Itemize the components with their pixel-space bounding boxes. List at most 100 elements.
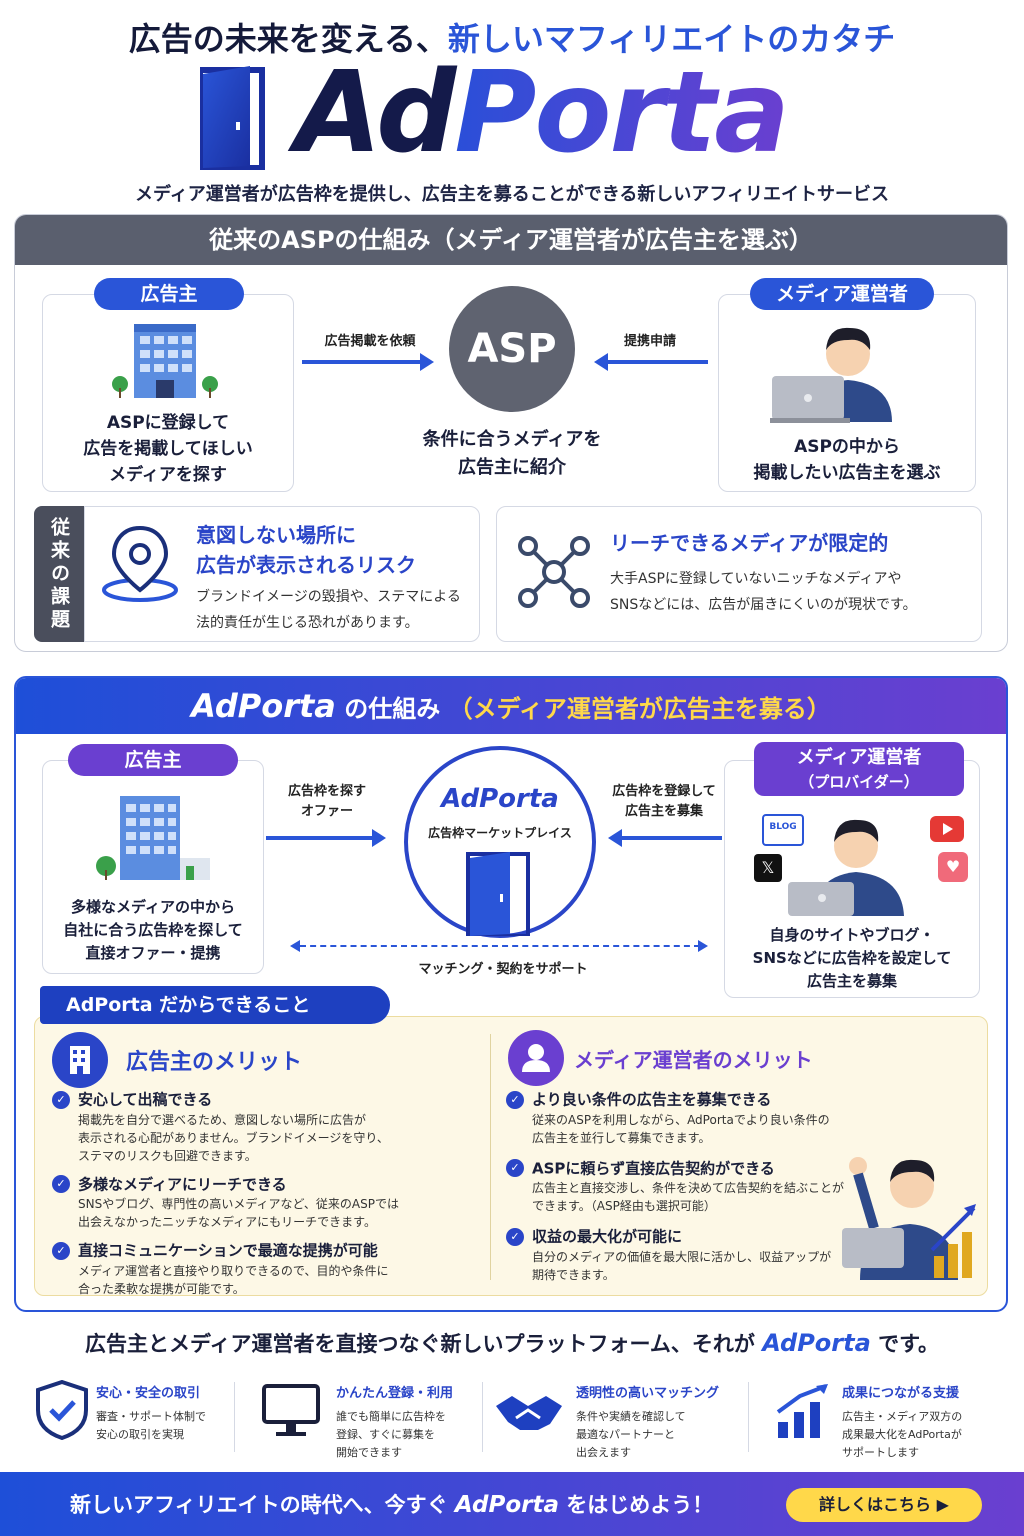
network-icon — [518, 536, 590, 608]
media-merit-title: メディア運営者のメリット — [574, 1048, 813, 1072]
check-icon: ✓ — [52, 1090, 70, 1109]
arrow-left-icon — [620, 836, 722, 840]
adporta-arrow-right-label: 広告枠を登録して 広告主を募集 — [598, 782, 730, 822]
details-button[interactable]: 詳しくはこちら ▶ — [786, 1488, 982, 1522]
legacy-arrow-left-label: 広告掲載を依頼 — [324, 334, 416, 349]
merit-item: ✓直接コミュニケーションで最適な提携が可能 メディア運営者と直接やり取りできるの… — [52, 1239, 482, 1298]
youtube-icon — [930, 816, 964, 842]
dashed-double-arrow-icon — [300, 945, 700, 947]
feature-results: 成果につながる支援 広告主・メディア双方の 成果最大化をAdPortaが サポー… — [842, 1384, 1002, 1462]
person-growth-icon — [842, 1157, 976, 1280]
text-line: ASPの中から — [794, 437, 900, 457]
feature-text: 最適なパートナーと — [576, 1428, 675, 1441]
merit-text: できます。（ASP経由も選択可能） — [532, 1199, 716, 1213]
issue-card-reach — [496, 506, 982, 642]
logo-porta: Porta — [454, 48, 789, 178]
arrowhead-icon — [698, 940, 708, 952]
merits-divider — [490, 1034, 491, 1280]
merit-item: ✓収益の最大化が可能に 自分のメディアの価値を最大限に活かし、収益アップが 期待… — [506, 1225, 846, 1284]
check-icon: ✓ — [52, 1175, 70, 1193]
user-icon — [508, 1030, 564, 1086]
text-line: メディアを探す — [109, 465, 227, 485]
issue-text: ブランドイメージの毀損や、ステマによる — [196, 589, 461, 605]
title-adporta: AdPorta — [191, 687, 336, 725]
merit-text: メディア運営者と直接やり取りできるので、目的や条件に — [78, 1263, 389, 1278]
adporta-media-label: メディア運営者 （プロバイダー） — [754, 742, 964, 796]
advertiser-merit-title: 広告主のメリット — [126, 1050, 303, 1075]
feature-text: 安心の取引を実現 — [96, 1428, 184, 1441]
feature-title: 透明性の高いマッチング — [576, 1386, 720, 1401]
arrowhead-icon — [420, 353, 434, 371]
arrow-left-icon — [606, 360, 708, 364]
merit-heading: ✓ 多様なメディアにリーチできる — [52, 1173, 482, 1196]
merit-heading: ✓より良い条件の広告主を募集できる — [506, 1088, 846, 1111]
person-laptop-icon — [788, 819, 904, 916]
arrow-right-icon — [266, 836, 376, 840]
text-line: 広告を掲載してほしい — [83, 439, 253, 459]
feature-title: かんたん登録・利用 — [336, 1386, 454, 1401]
text-line: 掲載したい広告主を選ぶ — [753, 463, 941, 483]
adporta-title: AdPorta の仕組み （メディア運営者が広告主を募る） — [16, 678, 1006, 734]
merit-heading: ✓直接コミュニケーションで最適な提携が可能 — [52, 1239, 482, 1262]
asp-text: 条件に合うメディアを 広告主に紹介 — [390, 426, 634, 482]
feature-text: 広告主・メディア双方の — [842, 1410, 963, 1423]
legacy-advertiser-label: 広告主 — [94, 278, 244, 310]
logo-ad: Ad — [295, 48, 456, 178]
heart-icon: ♥ — [938, 852, 968, 882]
door-logo-icon — [200, 66, 265, 170]
feature-divider — [234, 1382, 235, 1452]
adporta-arrow-left-label: 広告枠を探す オファー — [272, 782, 382, 822]
issue-text: 法的責任が生じる恐れがあります。 — [196, 615, 419, 631]
title-mid: の仕組み — [344, 695, 441, 723]
merit-item: ✓多様なメディアにリーチできる SNSやブログ、専門性の高いメディアなど、従来の… — [52, 1173, 482, 1232]
text-line: 広告主に紹介 — [458, 457, 566, 478]
issue-title: リーチできるメディアが限定的 — [610, 531, 889, 555]
feature-text: サポートします — [842, 1446, 919, 1459]
feature-text: 審査・サポート体制で — [96, 1410, 206, 1423]
monitor-icon — [262, 1384, 320, 1436]
merit-text: 表示される心配がありません。ブランドイメージを守り、 — [78, 1130, 389, 1145]
legacy-media-text: ASPの中から 掲載したい広告主を選ぶ — [718, 434, 976, 486]
merit-heading: ✓安心して出稿できる — [52, 1088, 482, 1111]
closing-line: 広告主とメディア運営者を直接つなぐ新しいプラットフォーム、それが AdPorta… — [0, 1328, 1024, 1358]
issue-title: 広告が表示されるリスク — [196, 553, 416, 577]
support-text: マッチング・契約をサポート — [418, 962, 588, 977]
label-line: （プロバイダー） — [799, 773, 919, 791]
feature-transparent: 透明性の高いマッチング 条件や実績を確認して 最適なパートナーと 出会えます — [576, 1384, 736, 1462]
merit-text: 自分のメディアの価値を最大限に活かし、収益アップが — [532, 1249, 832, 1264]
text-line: 広告枠を登録して — [612, 784, 716, 799]
feature-safety: 安心・安全の取引 審査・サポート体制で 安心の取引を実現 — [96, 1384, 226, 1444]
text-line: 自身のサイトやブログ・ — [769, 926, 935, 944]
issue-risk-content: 意図しない場所に 広告が表示されるリスク ブランドイメージの毀損や、ステマによる… — [196, 520, 476, 636]
feature-text: 誰でも簡単に広告枠を — [336, 1410, 446, 1423]
merit-item: ✓安心して出稿できる 掲載先を自分で選べるため、意図しない場所に広告が 表示され… — [52, 1088, 482, 1165]
text-line: 広告主を募集 — [806, 972, 897, 990]
closing-text: 広告主とメディア運営者を直接つなぐ新しいプラットフォーム、それが — [84, 1332, 755, 1356]
issue-reach-content: リーチできるメディアが限定的 大手ASPに登録していないニッチなメディアや SN… — [610, 528, 980, 618]
text-line: 多様なメディアの中から — [71, 898, 235, 916]
banner-text: 新しいアフィリエイトの時代へ、今すぐ AdPorta をはじめよう！ — [70, 1489, 713, 1519]
legacy-title: 従来のASPの仕組み（メディア運営者が広告主を選ぶ） — [15, 215, 1007, 265]
merit-heading-text: 多様なメディアにリーチできる — [78, 1175, 287, 1193]
subtitle: メディア運営者が広告枠を提供し、広告主を募ることができる新しいアフィリエイトサー… — [134, 184, 889, 205]
location-pin-icon — [102, 525, 178, 602]
closing-text: です。 — [878, 1332, 940, 1356]
text-line: ASPに登録して — [106, 413, 230, 433]
arrowhead-icon — [594, 353, 608, 371]
arrowhead-icon — [372, 829, 386, 847]
adporta-advertiser-label: 広告主 — [68, 744, 238, 776]
asp-circle: ASP — [449, 286, 575, 412]
adporta-media-text: 自身のサイトやブログ・ SNSなどに広告枠を設定して 広告主を募集 — [724, 924, 980, 993]
merit-text: 従来のASPを利用しながら、AdPortaでより良い条件の — [532, 1112, 830, 1127]
feature-divider — [482, 1382, 483, 1452]
arrowhead-icon — [290, 940, 300, 952]
merit-text: 期待できます。 — [532, 1267, 615, 1282]
banner-text-a: 新しいアフィリエイトの時代へ、今すぐ — [70, 1493, 448, 1517]
advertiser-merits-list: ✓安心して出稿できる 掲載先を自分で選べるため、意図しない場所に広告が 表示され… — [52, 1088, 482, 1298]
banner-text-b: をはじめよう！ — [566, 1493, 714, 1517]
merit-heading-text: ASPに頼らず直接広告契約ができる — [532, 1159, 775, 1177]
merit-heading: ✓ASPに頼らず直接広告契約ができる — [506, 1157, 846, 1180]
legacy-arrow-right-label: 提携申請 — [623, 334, 676, 349]
issue-title: 意図しない場所に — [196, 523, 356, 547]
title-accent: （メディア運営者が広告主を募る） — [448, 695, 831, 723]
